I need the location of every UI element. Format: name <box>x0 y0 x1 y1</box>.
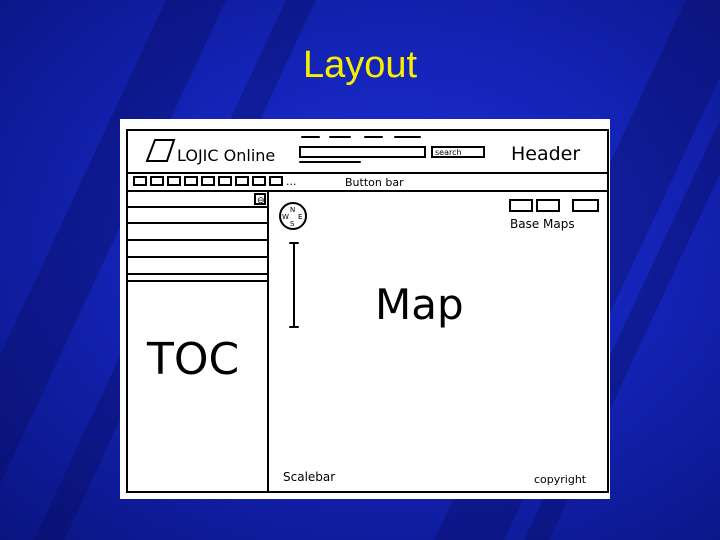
header-label: Header <box>511 143 580 165</box>
toolbar-button <box>150 176 164 186</box>
layout-sketch: ⊖ LOJIC Online search Header ... Button … <box>120 119 610 499</box>
search-button-label: search <box>435 148 462 157</box>
map-label: Map <box>375 280 464 329</box>
toolbar-button <box>252 176 266 186</box>
app-name-label: LOJIC Online <box>177 146 275 165</box>
svg-text:⊖: ⊖ <box>257 196 265 206</box>
copyright-label: copyright <box>534 473 587 486</box>
base-map-button <box>509 199 533 212</box>
sketch-drawing: ⊖ LOJIC Online search Header ... Button … <box>126 129 609 493</box>
north-arrow-e: E <box>298 213 302 221</box>
north-arrow <box>279 202 307 230</box>
toolbar-button <box>269 176 283 186</box>
button-bar-label: Button bar <box>345 176 404 189</box>
toolbar-button <box>201 176 215 186</box>
base-map-button <box>536 199 560 212</box>
base-map-button <box>572 199 599 212</box>
base-maps-label: Base Maps <box>510 217 575 231</box>
north-arrow-n: N <box>290 206 295 214</box>
logo-icon <box>145 139 176 162</box>
toolbar-button <box>218 176 232 186</box>
toolbar-button <box>184 176 198 186</box>
search-input <box>299 146 426 158</box>
slide-title: Layout <box>302 44 418 86</box>
toc-label: TOC <box>146 334 239 385</box>
button-bar-ellipsis: ... <box>286 175 297 188</box>
toolbar-button <box>167 176 181 186</box>
search-button <box>431 146 485 158</box>
toc-collapse-button <box>254 193 266 205</box>
app-frame <box>126 129 609 493</box>
toolbar-button <box>133 176 147 186</box>
scalebar-label: Scalebar <box>283 470 335 484</box>
north-arrow-w: W <box>282 213 289 221</box>
toolbar-button <box>235 176 249 186</box>
north-arrow-s: S <box>290 220 295 228</box>
